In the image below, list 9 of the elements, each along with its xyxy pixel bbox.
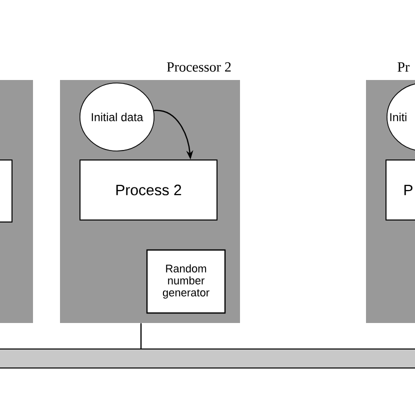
process-box: P	[386, 160, 415, 220]
process-box: Process 2	[80, 160, 218, 220]
processor-panel	[0, 80, 33, 323]
connector-line	[140, 323, 142, 348]
process-box	[0, 160, 12, 222]
bus-bar	[0, 348, 415, 368]
generator-box: Random number generator	[146, 249, 226, 314]
node-label: Processor 2	[166, 62, 231, 72]
node-label: Pr	[398, 62, 410, 72]
